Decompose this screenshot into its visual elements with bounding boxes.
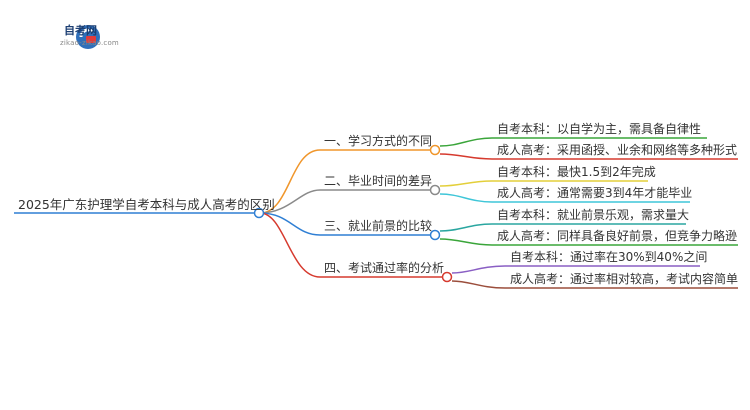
logo-name: 自考网	[64, 24, 97, 37]
branch-node-dot-1	[429, 144, 441, 156]
leaf-connector-2-1	[439, 180, 648, 187]
leaf-connector-3-2	[439, 238, 738, 246]
leaf-text-1-1: 自考本科：以自学为主，需具备自律性	[497, 122, 702, 136]
root-node-dot	[253, 207, 265, 219]
leaf-text-3-2: 成人高考：同样具备良好前景，但竞争力略逊	[497, 229, 738, 243]
branch-node-dot-4	[441, 271, 453, 283]
site-logo-icon	[76, 25, 100, 49]
branch-connector-4	[259, 212, 446, 278]
branch-connector-1	[259, 149, 434, 214]
leaf-connector-4-2	[451, 280, 738, 289]
branch-node-dot-2	[429, 184, 441, 196]
leaf-connector-2-2	[439, 193, 690, 203]
leaf-connector-1-1	[439, 137, 707, 147]
branch-node-dot-3	[429, 229, 441, 241]
leaf-text-2-2: 成人高考：通常需要3到4年才能毕业	[497, 186, 693, 200]
leaf-text-4-2: 成人高考：通过率相对较高，考试内容简单	[510, 272, 739, 286]
branch-label-1: 一、学习方式的不同	[324, 134, 433, 148]
root-topic: 2025年广东护理学自考本科与成人高考的区别	[18, 197, 275, 212]
leaf-text-2-1: 自考本科：最快1.5到2年完成	[497, 165, 656, 179]
branch-connector-2	[259, 189, 434, 214]
branch-label-2: 二、毕业时间的差异	[324, 174, 433, 188]
leaf-connector-1-2	[439, 153, 738, 160]
leaf-connector-3-1	[439, 223, 686, 232]
branch-label-3: 三、就业前景的比较	[324, 219, 433, 233]
leaf-text-4-1: 自考本科：通过率在30%到40%之间	[510, 250, 708, 264]
leaf-text-1-2: 成人高考：采用函授、业余和网络等多种形式	[497, 143, 738, 157]
branch-connector-3	[259, 212, 434, 236]
leaf-text-3-1: 自考本科：就业前景乐观，需求量大	[497, 208, 690, 222]
logo-url: zikao-zikao.com	[60, 39, 119, 47]
leaf-connector-4-1	[451, 265, 700, 274]
branch-label-4: 四、考试通过率的分析	[324, 261, 445, 275]
